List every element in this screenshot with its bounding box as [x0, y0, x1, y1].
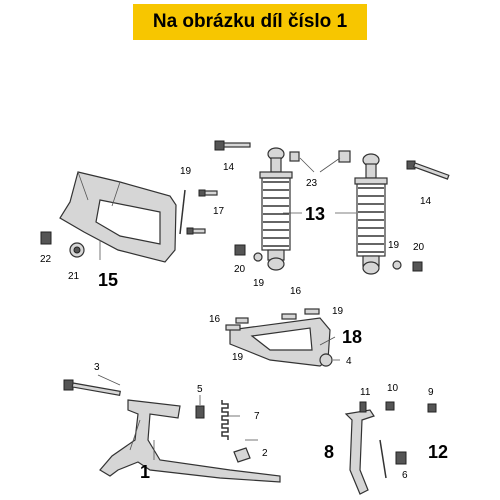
callout-13: 13: [305, 204, 325, 224]
spring-7: [221, 400, 229, 440]
bolt-14-right: [406, 160, 450, 180]
cap-2: [233, 447, 251, 463]
callout-14-left: 14: [223, 162, 235, 173]
bracket-15: [59, 171, 177, 263]
callout-19-e: 19: [232, 352, 244, 363]
shock-absorber-left: [259, 147, 293, 271]
callout-19-a: 19: [180, 166, 192, 177]
callout-10: 10: [387, 383, 399, 394]
fasteners-11-10-9: [359, 401, 437, 413]
bolt-5: [195, 405, 205, 419]
main-stand-1: [99, 399, 281, 483]
callout-5: 5: [197, 384, 203, 395]
callout-19-d: 19: [332, 306, 344, 317]
callout-20-right: 20: [413, 242, 425, 253]
callout-14-right: 14: [420, 196, 432, 207]
callout-22: 22: [40, 254, 52, 265]
callout-4: 4: [346, 356, 352, 367]
callout-6: 6: [402, 470, 408, 481]
callout-9: 9: [428, 387, 434, 398]
callout-20-left: 20: [234, 264, 246, 275]
header-banner: Na obrázku díl číslo 1: [133, 4, 367, 40]
callout-16-top: 16: [290, 286, 302, 297]
callout-12: 12: [428, 442, 448, 462]
bolt-3: [63, 379, 121, 396]
link-17: [179, 189, 218, 235]
callout-labels: 1 2 3 4 5 6 7 8 9 10 11 12 13 14 14 15 1…: [40, 162, 448, 482]
callout-2: 2: [262, 448, 268, 459]
callout-19-c: 19: [388, 240, 400, 251]
leader-lines: [97, 157, 356, 460]
side-stand-8: [344, 409, 375, 495]
callout-16-left: 16: [209, 314, 221, 325]
nut-4: [319, 353, 333, 367]
page-title: Na obrázku díl číslo 1: [152, 11, 348, 32]
callout-1: 1: [140, 462, 150, 482]
callout-17: 17: [213, 206, 225, 217]
callout-18: 18: [342, 327, 362, 347]
callout-19-b: 19: [253, 278, 265, 289]
bushing-21: [69, 242, 85, 258]
callout-21: 21: [68, 271, 80, 282]
callout-3: 3: [94, 362, 100, 373]
nuts-23: [289, 150, 351, 163]
spring-6: [379, 439, 407, 479]
bushing-22: [40, 231, 52, 245]
shock-absorber-right: [354, 153, 388, 275]
callout-11: 11: [360, 387, 371, 398]
hardware-19-20-right: [392, 260, 423, 272]
callout-8: 8: [324, 442, 334, 462]
callout-23: 23: [306, 178, 318, 189]
callout-7: 7: [254, 411, 260, 422]
callout-15: 15: [98, 270, 118, 290]
hardware-20-19-left: [234, 244, 263, 262]
bolt-14-left: [214, 140, 251, 151]
